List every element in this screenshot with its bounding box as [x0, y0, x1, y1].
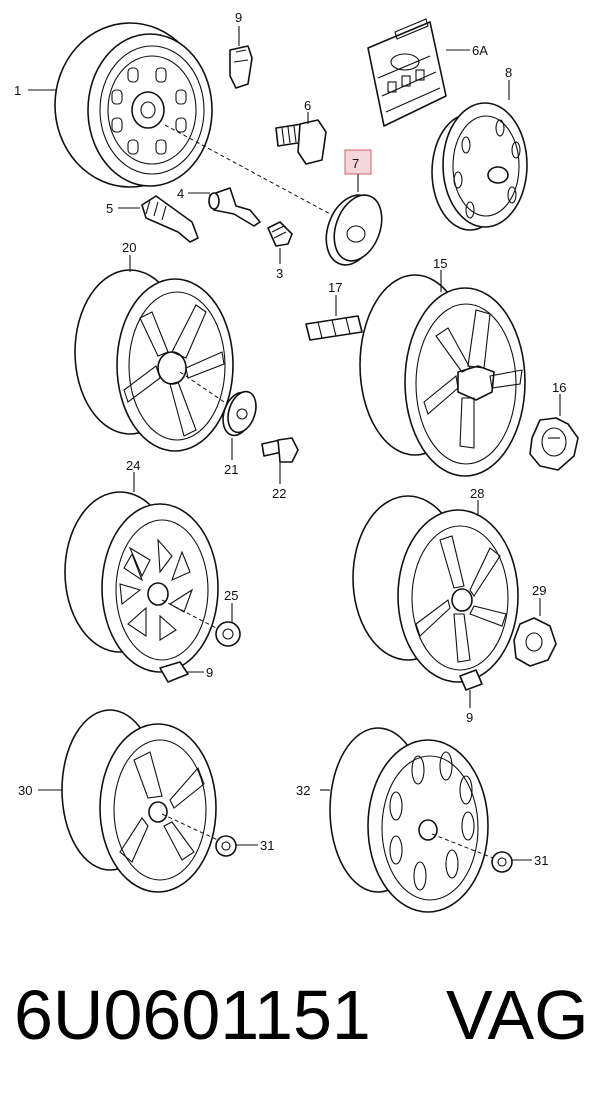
callout-31-right: 31 [534, 853, 548, 868]
center-cap-part-25 [215, 621, 241, 647]
callout-4: 4 [177, 186, 184, 201]
callout-8: 8 [505, 65, 512, 80]
callout-5: 5 [106, 201, 113, 216]
center-cap-part-7 [325, 194, 383, 266]
callout-20: 20 [122, 240, 136, 255]
callout-labels: 1 9 6 6A 8 7 4 5 3 17 20 21 22 15 16 24 … [14, 10, 566, 868]
center-cap-part-16 [529, 417, 579, 471]
center-cap-part-31-right [491, 851, 513, 873]
alloy-wheel-part-28 [352, 495, 519, 683]
callout-9-top: 9 [235, 10, 242, 25]
wheel-bolt-part-6 [275, 119, 327, 165]
steel-wheel-part-1 [54, 22, 213, 188]
callout-32: 32 [296, 783, 310, 798]
callout-30: 30 [18, 783, 32, 798]
center-cap-part-29 [513, 617, 557, 667]
callout-9-right: 9 [466, 710, 473, 725]
callout-1: 1 [14, 83, 21, 98]
alloy-wheel-part-30 [61, 709, 217, 893]
balance-weight-part-9-left [159, 661, 189, 683]
callout-22: 22 [272, 486, 286, 501]
callout-9-left: 9 [206, 665, 213, 680]
alloy-wheel-part-24 [64, 491, 219, 673]
brand-label: VAG [446, 976, 589, 1054]
center-cap-part-21 [222, 390, 257, 437]
alloy-wheel-part-32 [329, 727, 489, 913]
callout-3: 3 [276, 266, 283, 281]
callout-7: 7 [352, 156, 359, 171]
part-number-label: 6U0601151 [14, 976, 371, 1054]
center-cap-part-31-left [215, 835, 237, 857]
callout-25: 25 [224, 588, 238, 603]
highlight-box-7 [344, 149, 372, 175]
wheel-bolt-part-22 [261, 437, 299, 463]
callout-6a: 6A [472, 43, 488, 58]
callout-28: 28 [470, 486, 484, 501]
callout-24: 24 [126, 458, 140, 473]
callout-17: 17 [328, 280, 342, 295]
callout-29: 29 [532, 583, 546, 598]
balance-weight-part-9-top [229, 45, 253, 89]
balance-weight-strip-part-17 [305, 315, 363, 341]
valve-cap-part-3 [267, 221, 293, 247]
alloy-wheel-part-20 [74, 269, 234, 452]
callout-15: 15 [433, 256, 447, 271]
callout-6: 6 [304, 98, 311, 113]
callout-16: 16 [552, 380, 566, 395]
wheel-cover-part-8 [431, 102, 528, 231]
bolt-kit-package-part-6a [367, 18, 447, 127]
callout-21: 21 [224, 462, 238, 477]
leader-lines [28, 26, 561, 861]
alloy-wheel-part-15 [359, 274, 526, 477]
balance-weight-part-9-right [459, 669, 483, 691]
valve-part-4 [208, 187, 261, 227]
callout-31-left: 31 [260, 838, 274, 853]
valve-stem-part-5 [141, 195, 199, 243]
